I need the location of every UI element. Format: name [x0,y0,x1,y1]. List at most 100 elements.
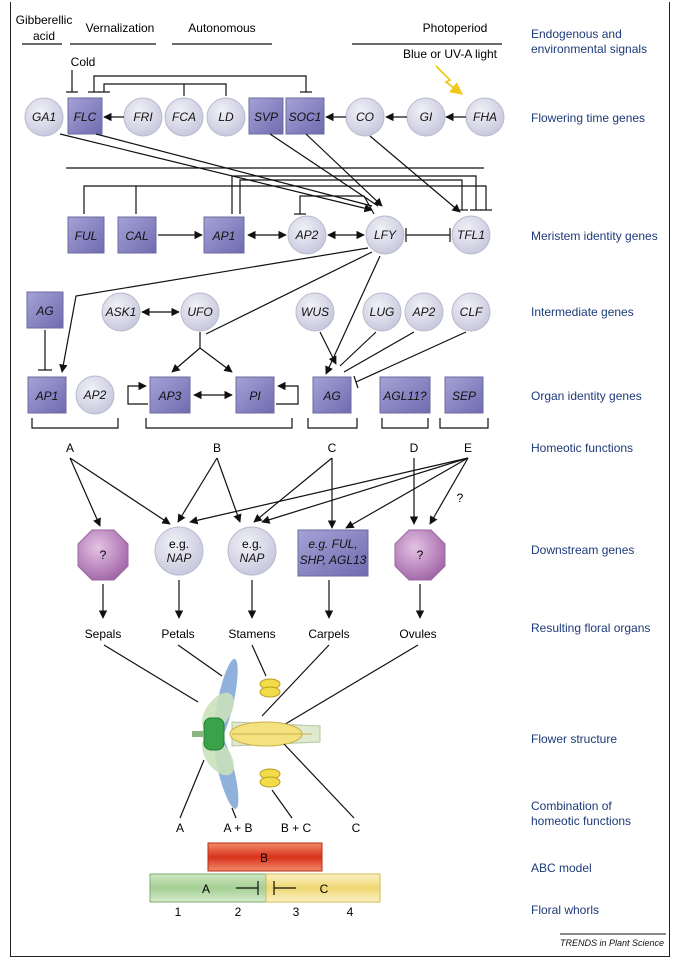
gene-pi [235,376,275,414]
signal-photoperiod: Photoperiod [423,21,488,35]
bracket-ap1 [239,179,463,214]
signal-gibberellic-acid: acid [33,29,55,43]
arrow-ufo-ap3 [171,347,201,373]
downstream-box-line1: e.g. FUL, [308,537,357,551]
downstream-nap-2: NAP [240,551,265,565]
gene-flc [67,97,103,135]
floral-whorls: 1 2 3 4 [175,905,354,919]
meristem-identity-genes: FUL CAL AP1 AP2 LFY TFL1 [67,215,491,255]
pointer-ovules [281,644,419,727]
autoreg-pi [276,381,299,405]
stamen-bottom-2 [259,776,281,788]
homeotic-functions: A B C D E ? [66,441,472,529]
arrow-ga1-lfy [59,133,373,213]
gene-clf-label: CLF [460,305,483,319]
gene-fca-label: FCA [172,110,196,124]
light-bolt-icon [435,65,464,95]
gene-ag-intermediate [26,291,64,329]
function-question: ? [457,491,464,505]
line-ap2 [299,195,375,215]
gene-ld [206,97,246,137]
heading-abc-model: ABC model [531,861,592,875]
inhibit-ap2-ag [343,331,415,373]
heading-signals-2: environmental signals [531,42,647,56]
gene-flc-label: FLC [74,110,97,124]
arrow-a-sepals [69,457,101,527]
gene-fha-label: FHA [473,110,497,124]
bar-c-label: C [320,882,329,896]
bracket-ap1-tfl1 [231,175,477,214]
pointer-sepals [103,644,199,703]
gene-fri-label: FRI [133,110,153,124]
line-lfy-ufo [205,251,373,335]
pointer-combo-c [283,743,355,819]
gene-ga1-label: GA1 [32,110,56,124]
gene-tfl1 [451,215,491,255]
pointer-combo-ab [231,807,237,819]
arrow-ufo-pi [199,347,233,373]
flower-illustration [103,644,419,819]
bracket-c [307,418,358,429]
downstream-nap-1: NAP [167,551,192,565]
arrow-co-tfl1 [369,135,461,213]
gene-ask1-label: ASK1 [105,305,137,319]
integration-lines [59,133,492,215]
gene-lug [362,292,402,332]
downstream-nap-stamens [227,526,277,576]
gene-cal-label: CAL [125,229,148,243]
downstream-carpels-box [297,529,369,577]
gene-clf [451,292,491,332]
inhibit-bar [353,375,359,389]
signal-cold: Cold [71,55,96,69]
gene-ag-organ-label: AG [322,389,340,403]
gene-ld-label: LD [218,110,234,124]
downstream-unknown-1: ? [100,548,107,562]
pointer-stamens [251,644,267,677]
gene-ap2-intermediate [404,292,444,332]
gene-agl11 [379,376,431,414]
gene-pi-label: PI [249,389,261,403]
combo-b-c: B + C [281,821,312,835]
arrow-lfy-ag [325,255,381,375]
gene-agl11-label: AGL11? [382,389,426,403]
function-c: C [328,441,337,455]
line-ld-flc [103,83,227,96]
gene-ap3-label: AP3 [158,389,182,403]
flowering-regulation-lines [88,75,312,96]
whorl-2: 2 [235,905,242,919]
gene-fca [164,97,204,137]
pointer-combo-bc [271,789,293,819]
gene-ap2-organ-label: AP2 [83,388,107,402]
organ-carpels: Carpels [308,627,349,641]
gene-ap3 [149,376,191,414]
flowering-time-genes: GA1 FLC FRI FCA LD SVP SOC1 CO GI FHA [24,97,505,137]
pointer-carpels [261,644,330,717]
stamen-top-2 [259,686,281,698]
arrow-a-petals [69,457,171,525]
arrow-b-stamens [216,457,242,523]
gene-gi-label: GI [420,110,433,124]
signal-autonomous: Autonomous [188,21,255,35]
bracket-e [439,418,489,429]
function-e: E [464,441,472,455]
gene-sep-label: SEP [452,389,476,403]
gene-ap2 [287,215,327,255]
organ-petals: Petals [161,627,194,641]
signal-vernalization: Vernalization [86,21,155,35]
arrow-b-petals [177,457,218,523]
heading-flower-structure: Flower structure [531,732,617,746]
arrow-soc1-lfy [305,133,383,207]
bar-b-label: B [260,851,268,865]
heading-intermediate: Intermediate genes [531,305,634,319]
combo-c: C [352,821,361,835]
heading-meristem: Meristem identity genes [531,229,658,243]
downstream-nap-petals [154,526,204,576]
heading-combination-2: homeotic functions [531,814,631,828]
gene-lug-label: LUG [370,305,395,319]
gene-ap1-label: AP1 [212,229,236,243]
heading-downstream: Downstream genes [531,543,634,557]
heading-flowering-time: Flowering time genes [531,111,645,125]
gene-svp-label: SVP [254,110,278,124]
octagon-ovules-unknown [394,529,446,581]
